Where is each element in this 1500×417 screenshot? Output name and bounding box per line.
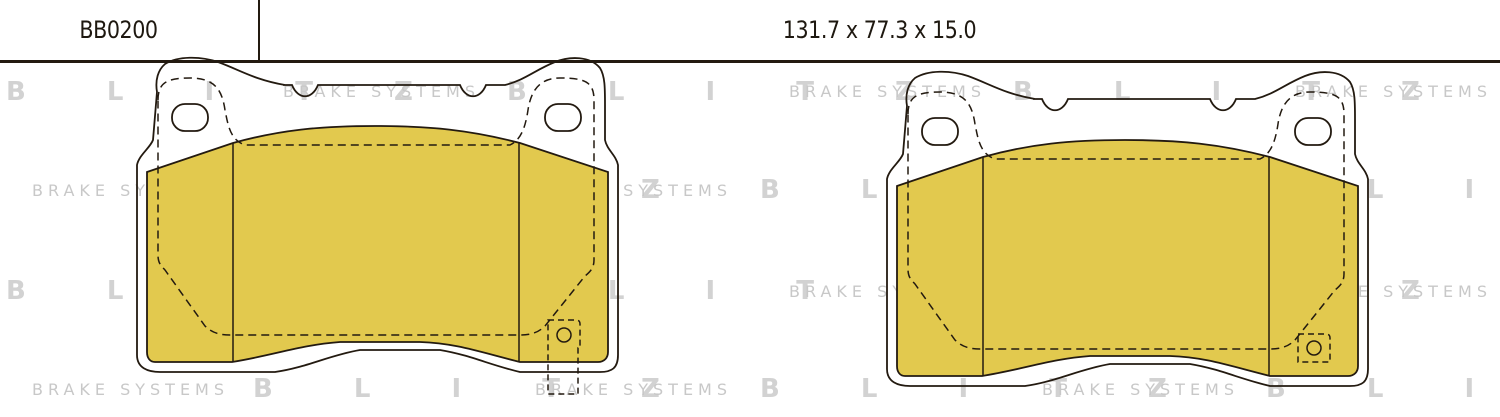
header-bar: BB0200 131.7 x 77.3 x 15.0 bbox=[0, 0, 1500, 63]
left-pad bbox=[136, 56, 619, 395]
wear-indicator-hole bbox=[1306, 340, 1322, 356]
mounting-hole-left bbox=[921, 117, 959, 146]
friction-material bbox=[896, 139, 1359, 377]
part-code-cell: BB0200 bbox=[0, 0, 260, 60]
backing-plate-outline bbox=[136, 56, 619, 373]
dimensions-cell: 131.7 x 77.3 x 15.0 bbox=[260, 0, 1500, 60]
mounting-hole-right bbox=[1294, 117, 1332, 146]
part-code: BB0200 bbox=[79, 16, 159, 44]
dimensions: 131.7 x 77.3 x 15.0 bbox=[783, 16, 977, 44]
backing-plate-outline bbox=[886, 70, 1369, 387]
wear-indicator-hole bbox=[556, 327, 572, 343]
mounting-hole-left bbox=[171, 103, 209, 132]
friction-material bbox=[146, 125, 609, 363]
mounting-hole-right bbox=[544, 103, 582, 132]
right-pad bbox=[886, 70, 1369, 387]
wear-indicator-dashed bbox=[1297, 333, 1331, 363]
wear-indicator-dashed bbox=[547, 319, 581, 395]
